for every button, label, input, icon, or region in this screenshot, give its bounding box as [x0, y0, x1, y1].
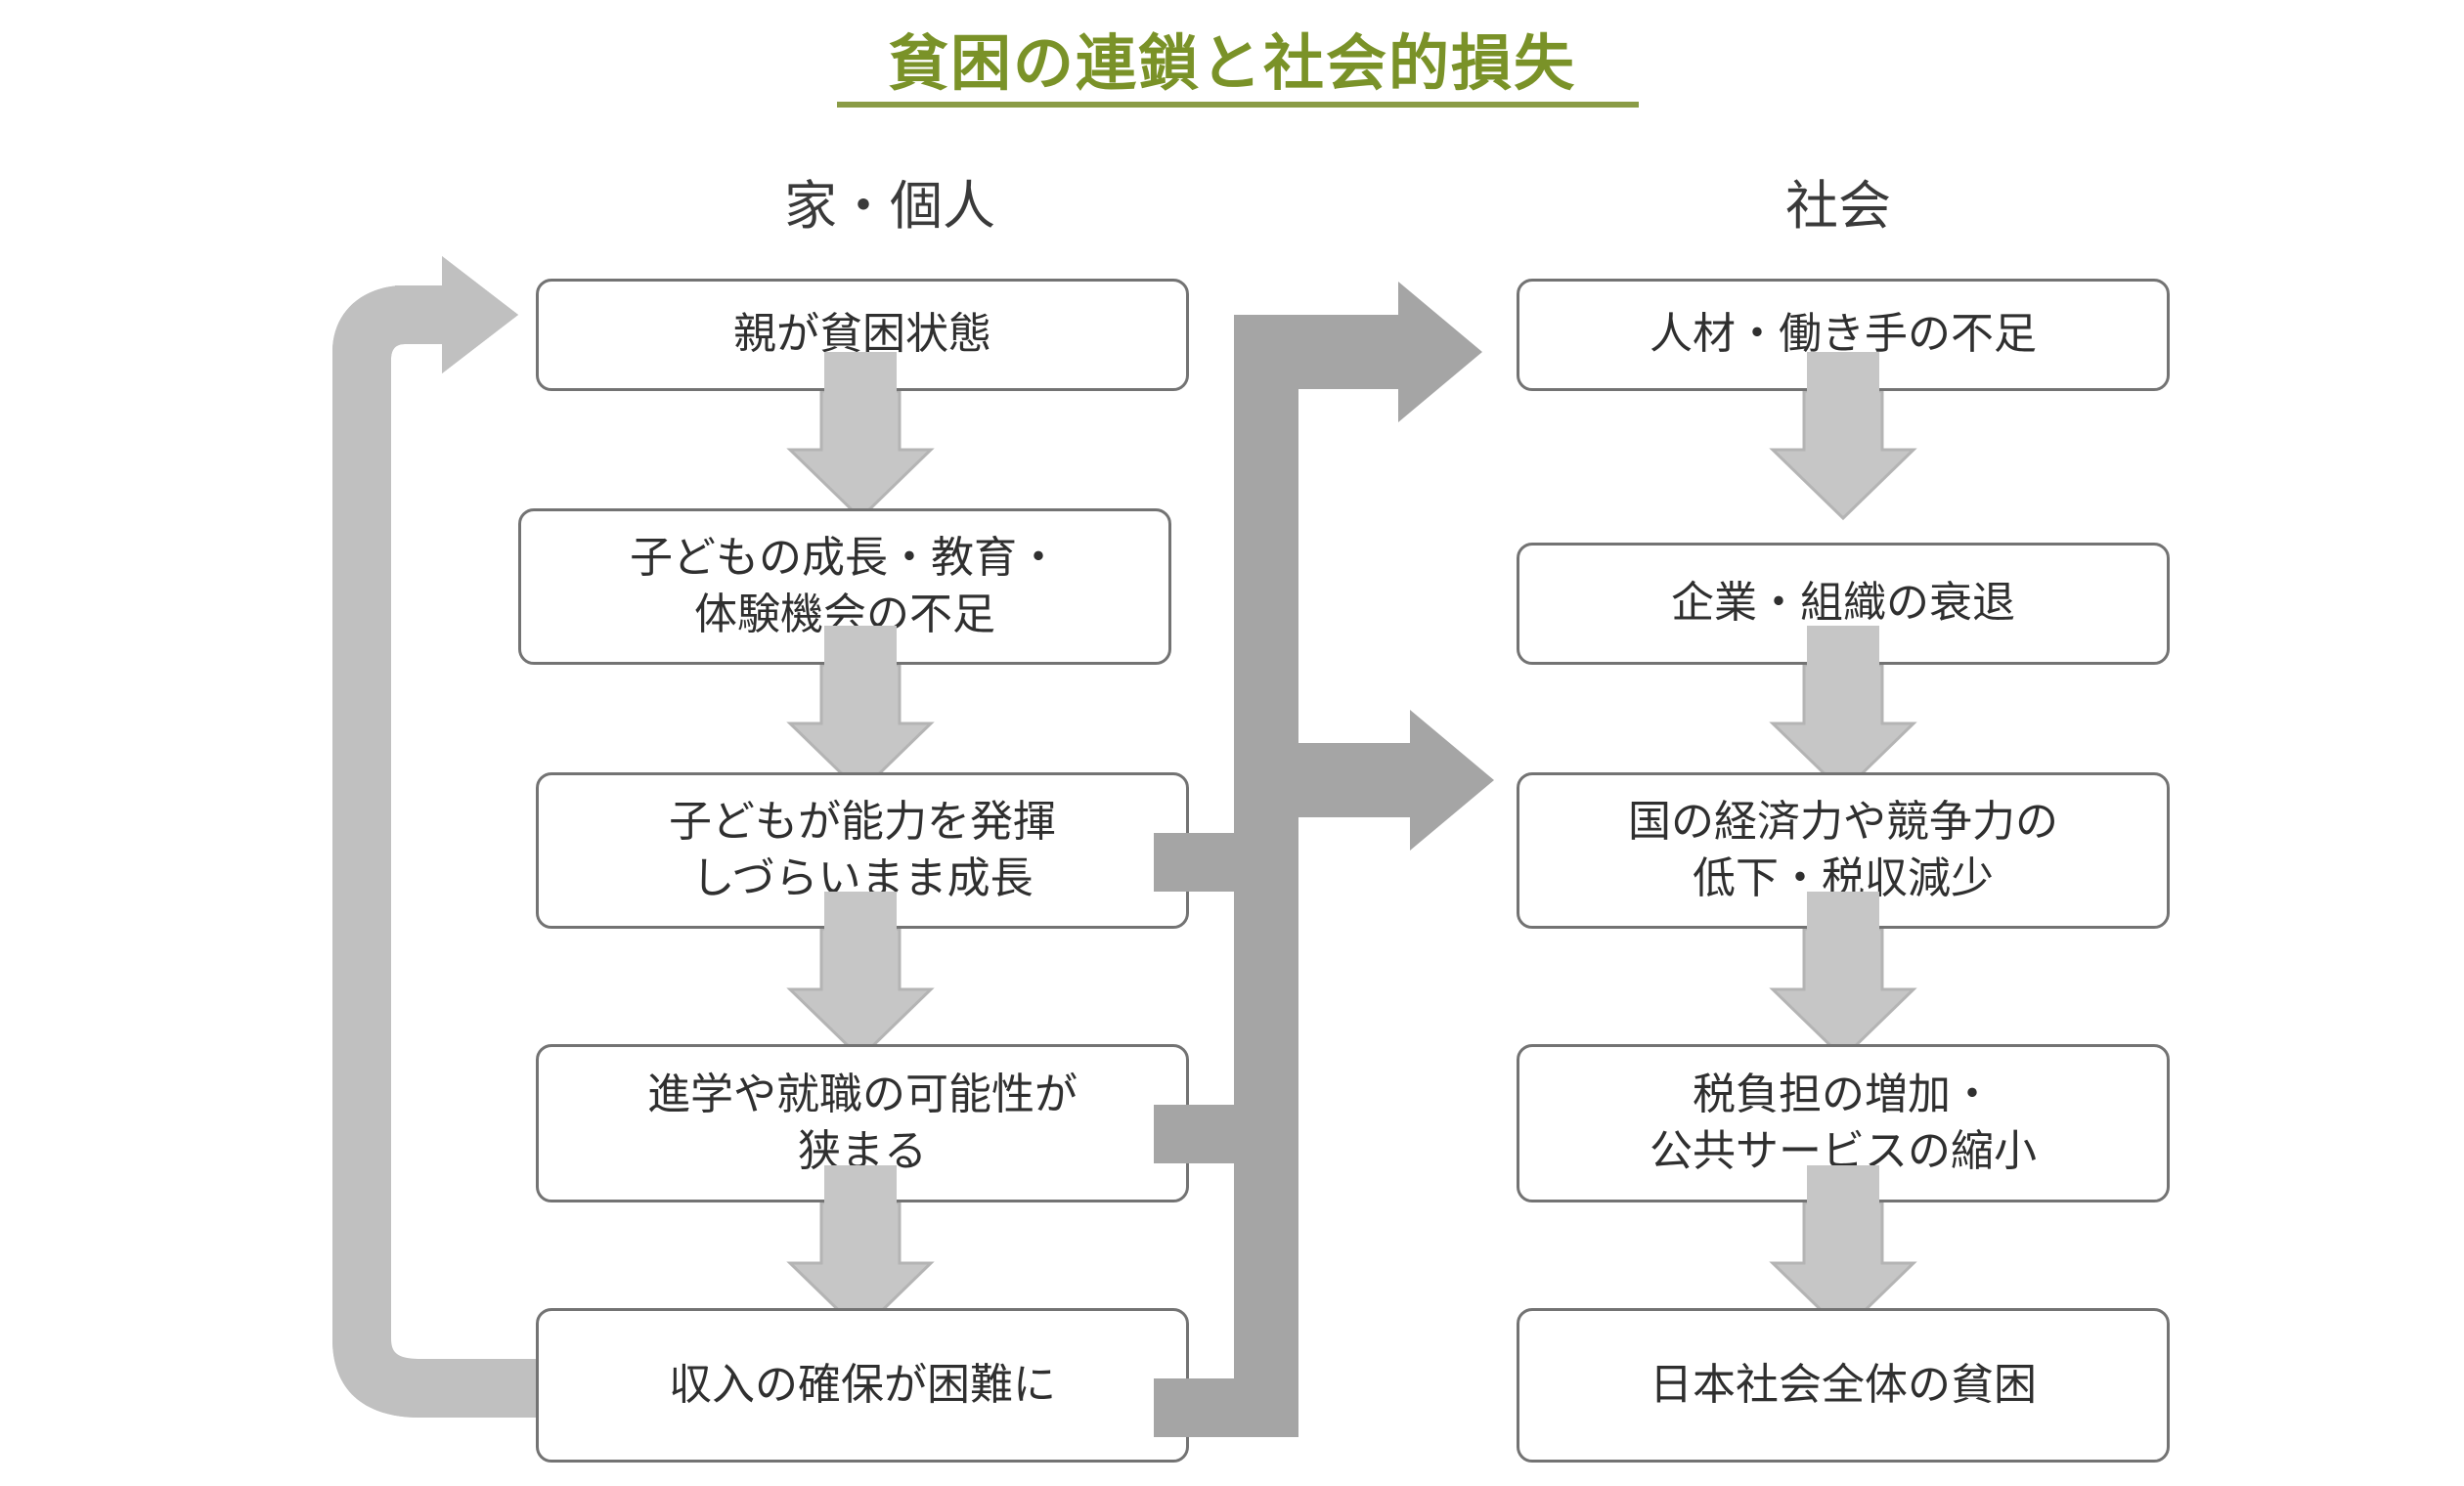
feedback-loop-head-overlay	[395, 256, 518, 373]
feedback-loop-arrow	[332, 256, 587, 1418]
column-header-society: 社会	[1785, 177, 1891, 236]
box-line: 子どもが能力を発揮	[669, 797, 1056, 846]
box-child-growth-lack[interactable]: 子どもの成長・教育・ 体験機会の不足	[518, 508, 1171, 665]
box-society-wide-poverty[interactable]: 日本社会全体の貧困	[1517, 1308, 2170, 1463]
title-underline	[837, 102, 1639, 108]
column-header-family: 家・個人	[784, 177, 995, 236]
down-arrow-left-1	[786, 389, 935, 521]
cross-link-arrow-top	[1234, 282, 1482, 422]
box-line: 国の経済力や競争力の	[1628, 797, 2058, 846]
box-income-difficulty[interactable]: 収入の確保が困難に	[536, 1308, 1189, 1463]
down-arrow-tail-overlay	[824, 352, 1879, 1208]
box-line: 企業・組織の衰退	[1671, 579, 2015, 628]
box-line: 人材・働き手の不足	[1650, 310, 2037, 359]
down-arrow-right-2	[1769, 663, 1917, 795]
box-line: 税負担の増加・	[1693, 1070, 1994, 1118]
page-title: 貧困の連鎖と社会的損失	[887, 30, 1576, 98]
cross-link-arrow-mid	[1234, 710, 1494, 851]
down-arrow-right-3	[1769, 927, 1917, 1061]
down-arrow-right-1	[1769, 389, 1917, 521]
box-line: 収入の確保が困難に	[669, 1360, 1056, 1409]
down-arrow-left-2	[786, 663, 935, 795]
box-line: 日本社会全体の貧困	[1650, 1360, 2037, 1409]
box-line: 子どもの成長・教育・	[630, 533, 1060, 582]
cross-link-stub-overlay	[1154, 833, 1212, 1437]
down-arrow-left-3	[786, 927, 935, 1061]
box-line: 進学や就職の可能性が	[647, 1070, 1078, 1118]
down-arrow-right-4	[1769, 1201, 1917, 1334]
box-line: 親が貧困状態	[733, 310, 991, 359]
down-arrow-left-4	[786, 1201, 935, 1334]
